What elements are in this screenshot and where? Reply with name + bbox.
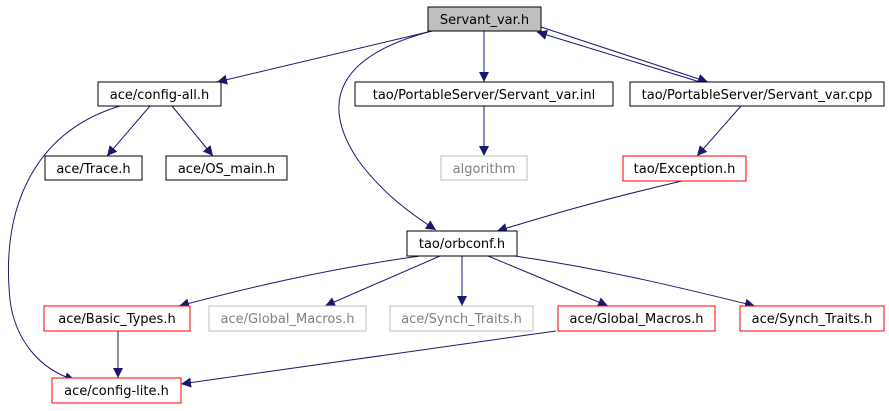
node-ace-os-main-h[interactable]: ace/OS_main.h [165, 155, 288, 181]
edge-exception-to-orbconf [496, 180, 683, 233]
node-label: tao/PortableServer/Servant_var.inl [373, 88, 596, 103]
edge-orbconf-to-global-macros [487, 255, 609, 307]
node-label: ace/Trace.h [56, 162, 130, 177]
node-ace-global-macros-h[interactable]: ace/Global_Macros.h [557, 305, 716, 332]
node-ace-basic-types-h[interactable]: ace/Basic_Types.h [43, 305, 191, 332]
node-label: tao/Exception.h [634, 162, 736, 177]
edge-config-all-to-trace [106, 105, 151, 157]
node-label: ace/Global_Macros.h [570, 312, 704, 327]
node-ace-config-lite-h[interactable]: ace/config-lite.h [51, 377, 182, 404]
edge-servant-var-to-servant-var-cpp [540, 26, 709, 84]
node-tao-orbconf-h[interactable]: tao/orbconf.h [406, 230, 518, 257]
edge-orbconf-to-basic-types [178, 255, 421, 309]
node-label: ace/config-all.h [110, 88, 210, 103]
node-ace-global-macros-h-missing: ace/Global_Macros.h [208, 305, 367, 332]
edge-orbconf-to-synch-traits [514, 255, 756, 309]
edge-global-macros-to-config-lite [180, 330, 557, 388]
node-label: ace/Basic_Types.h [58, 312, 175, 327]
node-ace-synch-traits-h[interactable]: ace/Synch_Traits.h [739, 305, 885, 332]
edge-orbconf-to-global-macros-missing [324, 255, 441, 307]
node-label: Servant_var.h [440, 13, 529, 28]
node-ace-trace-h[interactable]: ace/Trace.h [44, 155, 143, 181]
node-label: ace/Global_Macros.h [221, 312, 355, 327]
node-tao-servant-var-cpp[interactable]: tao/PortableServer/Servant_var.cpp [629, 81, 885, 107]
node-servant-var-h[interactable]: Servant_var.h [427, 6, 542, 32]
edge-servant-var-cpp-to-servant-var [536, 30, 701, 83]
node-label: ace/Synch_Traits.h [401, 312, 522, 327]
edges [8, 26, 756, 388]
node-ace-config-all-h[interactable]: ace/config-all.h [97, 81, 222, 107]
node-label: ace/config-lite.h [64, 384, 169, 399]
edge-config-all-to-config-lite [8, 105, 121, 383]
edge-config-all-to-os-main [171, 105, 214, 157]
edge-servant-var-cpp-to-exception [696, 105, 742, 157]
node-algorithm: algorithm [440, 155, 528, 181]
node-tao-servant-var-inl[interactable]: tao/PortableServer/Servant_var.inl [354, 81, 614, 107]
node-label: ace/OS_main.h [178, 162, 275, 177]
edge-servant-var-to-config-all [216, 30, 433, 85]
node-ace-synch-traits-h-missing: ace/Synch_Traits.h [389, 305, 534, 332]
node-label: algorithm [453, 162, 516, 177]
node-label: tao/PortableServer/Servant_var.cpp [642, 88, 873, 103]
node-label: tao/orbconf.h [419, 237, 505, 252]
node-tao-exception-h[interactable]: tao/Exception.h [622, 155, 747, 182]
node-label: ace/Synch_Traits.h [752, 312, 873, 327]
edge-servant-var-to-orbconf [338, 30, 437, 231]
